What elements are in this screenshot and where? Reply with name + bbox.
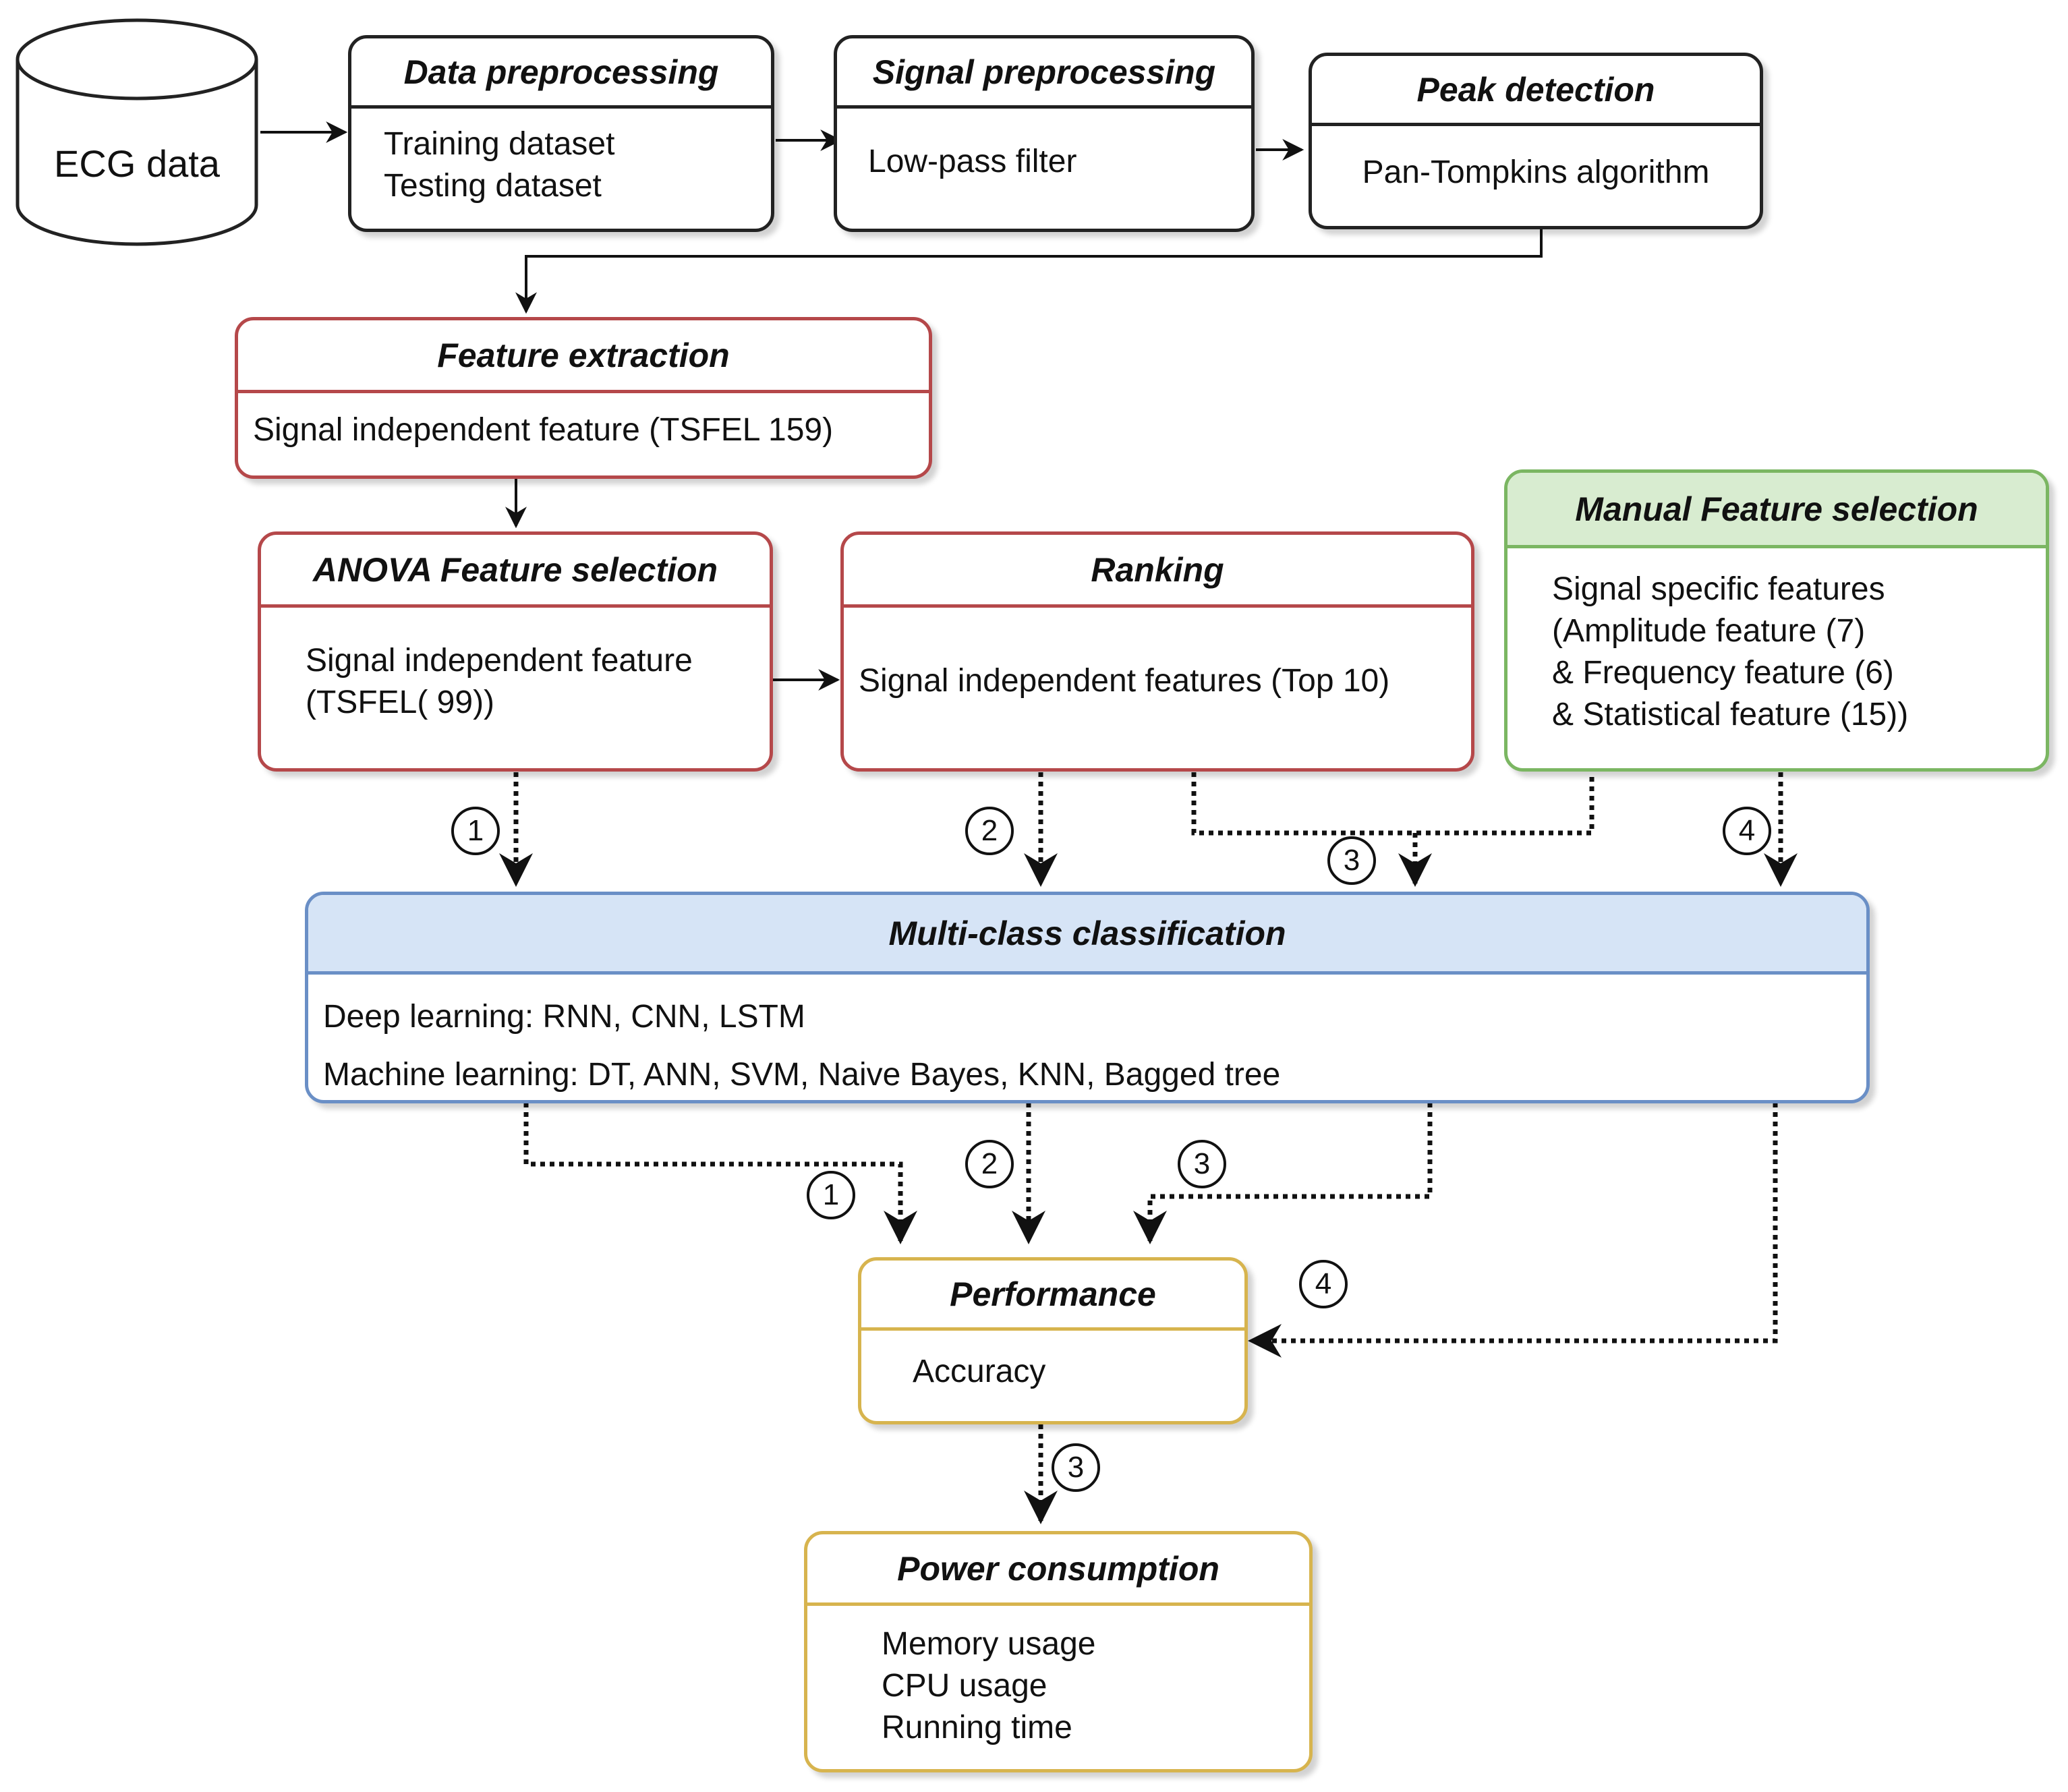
power-line-3: Running time (882, 1710, 1072, 1745)
power-consumption-box: Power consumption Memory usage CPU usage… (804, 1531, 1313, 1772)
manual-line-1: Signal specific features (1552, 571, 1885, 607)
ranking-box: Ranking Signal independent features (Top… (840, 531, 1474, 772)
data-preprocessing-line-2: Testing dataset (384, 168, 602, 204)
step-marker-1-bottom: 1 (807, 1171, 855, 1219)
dotted-classification-to-performance-1 (523, 1103, 917, 1244)
data-preprocessing-line-1: Training dataset (384, 126, 615, 162)
power-consumption-title: Power consumption (807, 1534, 1309, 1606)
performance-box: Performance Accuracy (858, 1257, 1248, 1424)
anova-feature-selection-box: ANOVA Feature selection Signal independe… (258, 531, 773, 772)
arrow-peak-to-extraction (515, 229, 1543, 314)
step-marker-3-power: 3 (1052, 1443, 1100, 1492)
step-marker-2-top: 2 (965, 807, 1014, 855)
power-line-1: Memory usage (882, 1626, 1096, 1662)
classification-line-machine: Machine learning: DT, ANN, SVM, Naive Ba… (323, 1057, 1281, 1093)
ecg-data-label: ECG data (54, 142, 220, 185)
signal-preprocessing-line-1: Low-pass filter (868, 144, 1077, 179)
peak-detection-title: Peak detection (1312, 56, 1760, 126)
manual-line-3: & Frequency feature (6) (1552, 655, 1894, 691)
data-preprocessing-title: Data preprocessing (351, 38, 771, 109)
classification-line-deep: Deep learning: RNN, CNN, LSTM (323, 999, 805, 1035)
multi-class-classification-box: Multi-class classification Deep learning… (305, 892, 1870, 1103)
anova-line-2: (TSFEL( 99)) (306, 685, 495, 720)
manual-feature-selection-title: Manual Feature selection (1507, 473, 2046, 548)
performance-title: Performance (861, 1261, 1244, 1331)
manual-line-4: & Statistical feature (15)) (1552, 697, 1909, 732)
step-marker-4-bottom: 4 (1299, 1260, 1348, 1308)
step-marker-3-top: 3 (1327, 836, 1376, 885)
data-preprocessing-box: Data preprocessing Training dataset Test… (348, 35, 774, 232)
signal-preprocessing-box: Signal preprocessing Low-pass filter (834, 35, 1255, 232)
ranking-title: Ranking (844, 535, 1471, 608)
power-line-2: CPU usage (882, 1668, 1047, 1704)
step-marker-4-top: 4 (1723, 807, 1771, 855)
manual-feature-selection-box: Manual Feature selection Signal specific… (1504, 469, 2049, 772)
peak-detection-line-1: Pan-Tompkins algorithm (1362, 154, 1710, 190)
performance-line-1: Accuracy (913, 1354, 1046, 1389)
step-marker-3-bottom: 3 (1178, 1140, 1226, 1188)
anova-line-1: Signal independent feature (306, 643, 693, 678)
manual-line-2: (Amplitude feature (7) (1552, 613, 1866, 649)
feature-extraction-title: Feature extraction (238, 320, 929, 393)
anova-feature-selection-title: ANOVA Feature selection (261, 535, 770, 608)
feature-extraction-line-1: Signal independent feature (TSFEL 159) (253, 412, 834, 448)
signal-preprocessing-title: Signal preprocessing (837, 38, 1251, 109)
database-icon (16, 18, 258, 246)
feature-extraction-box: Feature extraction Signal independent fe… (235, 317, 932, 479)
step-marker-2-bottom: 2 (965, 1140, 1014, 1188)
ranking-line-1: Signal independent features (Top 10) (859, 663, 1390, 699)
dotted-classification-to-performance-4 (1248, 1103, 1778, 1358)
multi-class-classification-title: Multi-class classification (308, 895, 1866, 975)
peak-detection-box: Peak detection Pan-Tompkins algorithm (1309, 53, 1763, 229)
dotted-ranking-manual-combined (1191, 772, 1595, 836)
step-marker-1-top: 1 (451, 807, 500, 855)
